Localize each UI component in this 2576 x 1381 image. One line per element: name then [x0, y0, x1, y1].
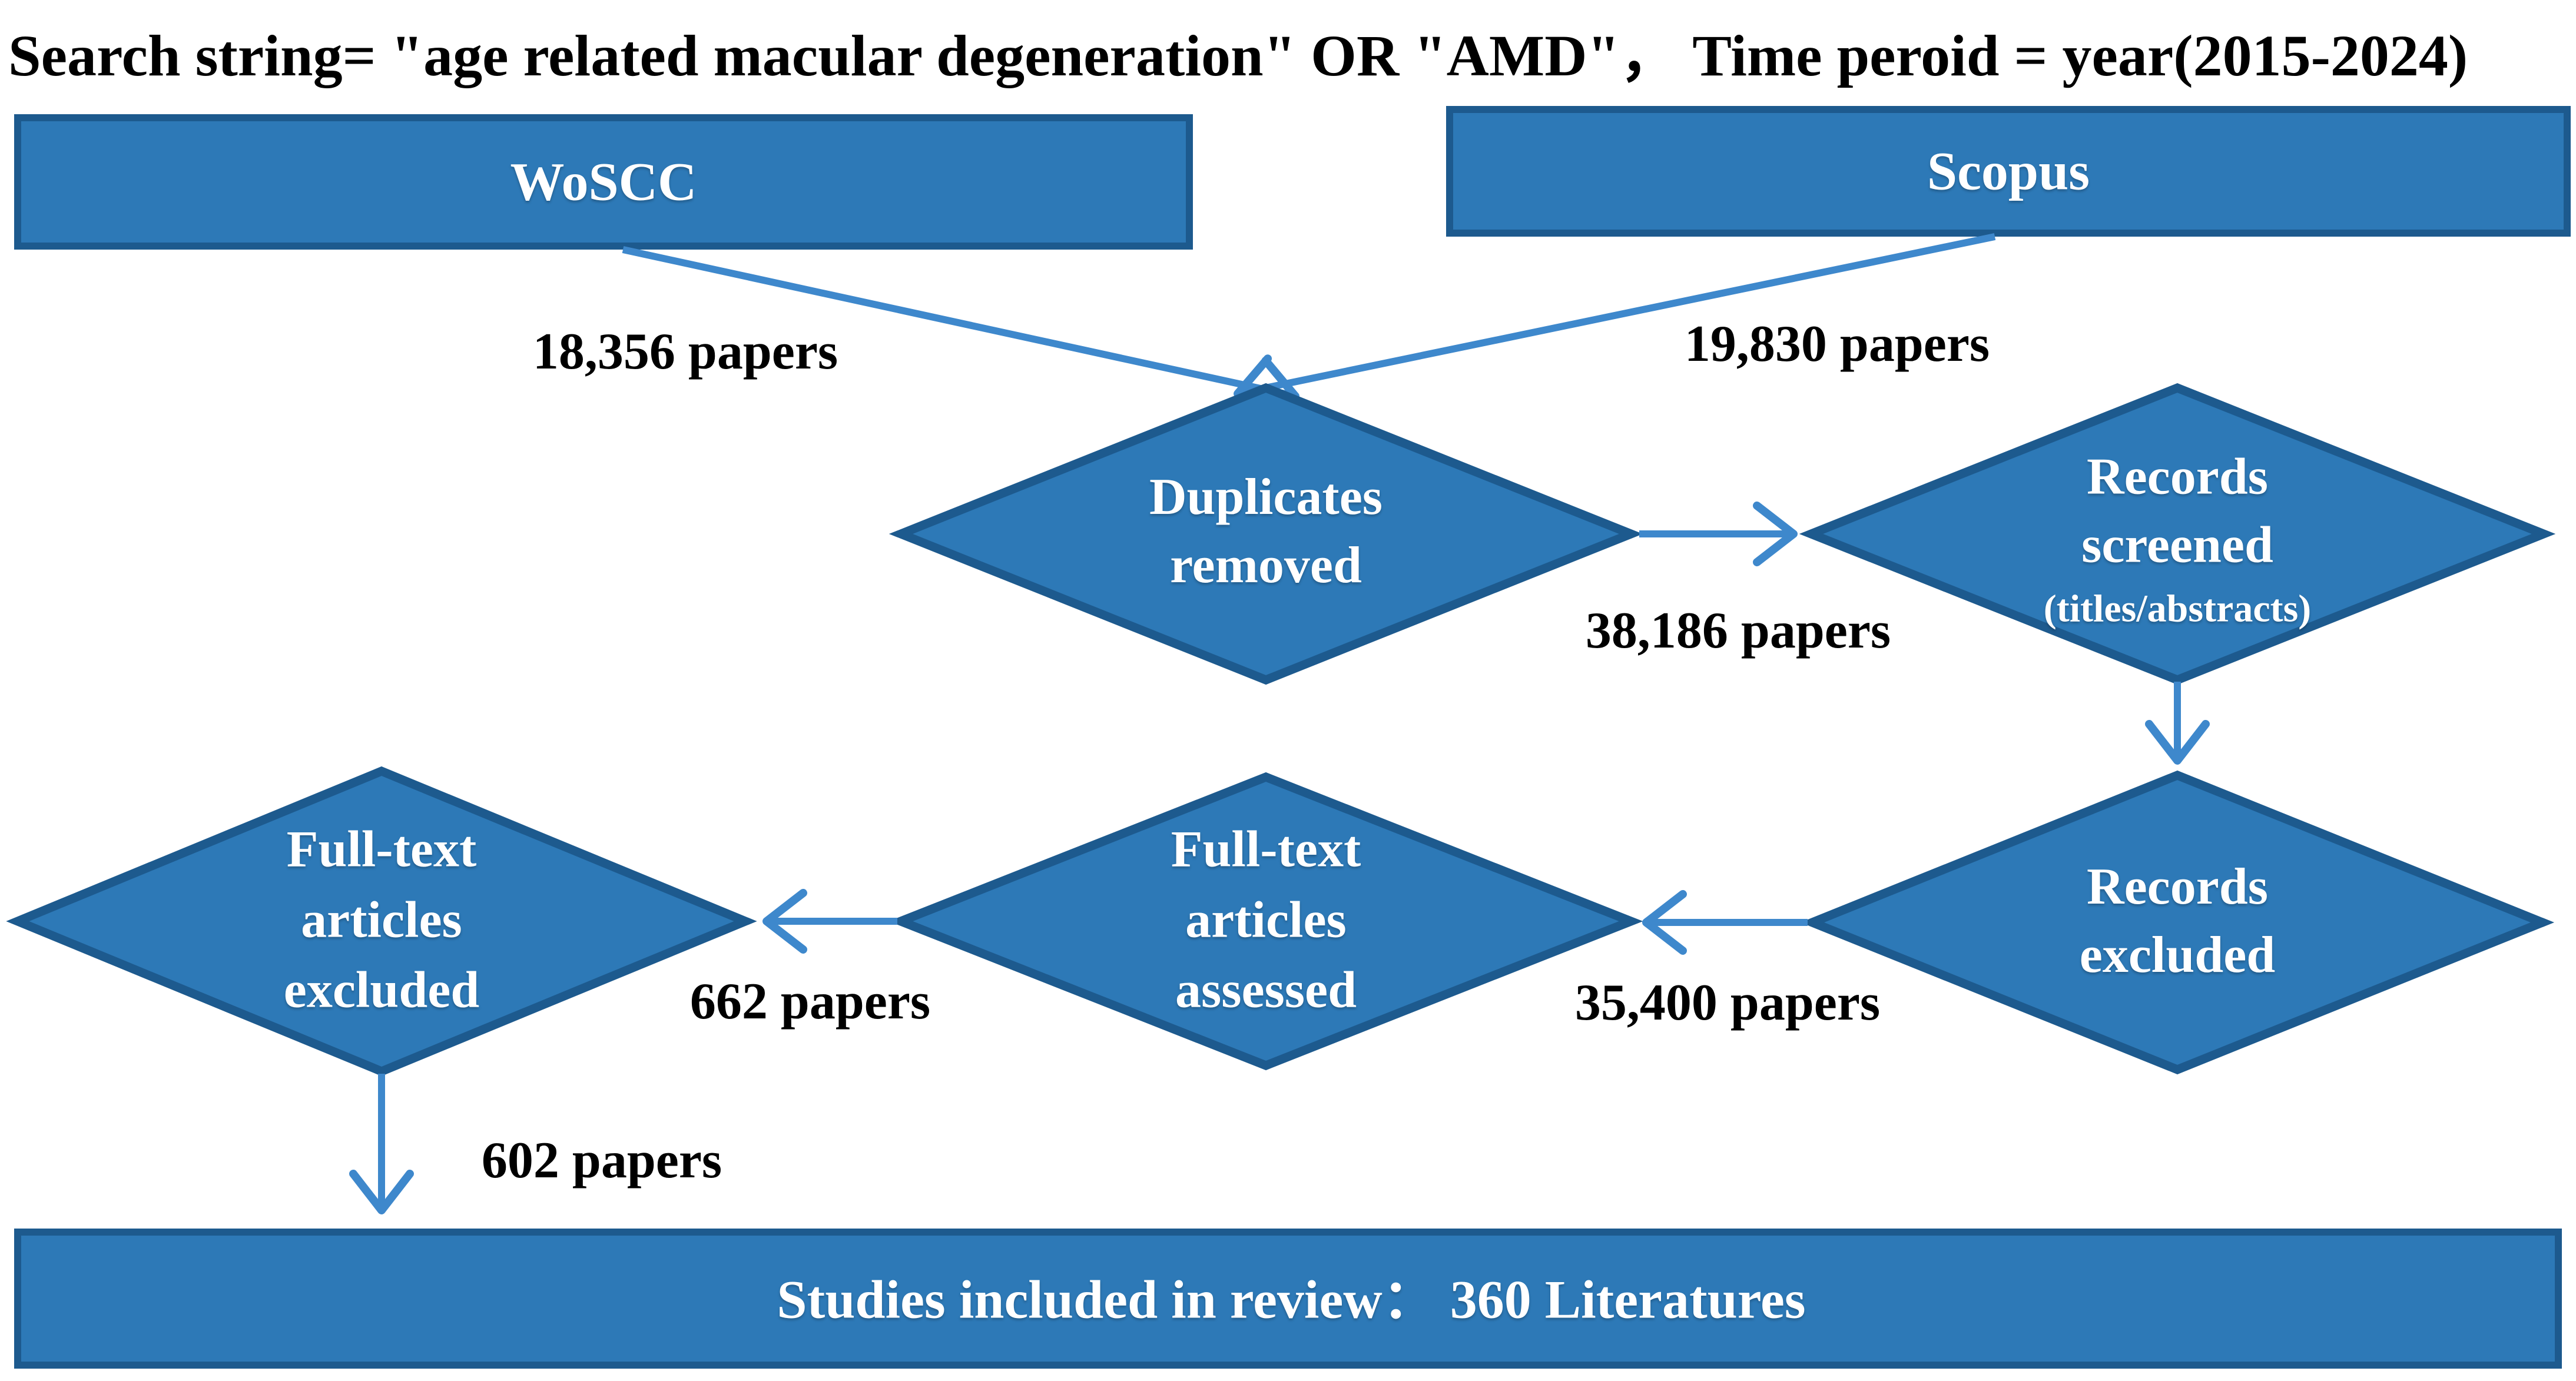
fulltext-excluded-papers-count: 602 papers — [481, 1131, 722, 1189]
records-screened-label-group: Records screened (titles/abstracts) — [2044, 443, 2312, 634]
woscc-papers-count: 18,356 papers — [532, 323, 838, 380]
woscc-box-label: WoSCC — [510, 151, 697, 212]
scopus-box-label: Scopus — [1927, 141, 2090, 201]
fulltext-excluded-diamond — [6, 766, 757, 1077]
included-studies-bar — [14, 1229, 2562, 1369]
arrow-woscc-to-duplicates — [622, 246, 1299, 420]
scopus-box — [1446, 106, 2571, 237]
scopus-papers-count: 19,830 papers — [1684, 315, 1990, 373]
excluded-papers-count: 35,400 papers — [1574, 974, 1881, 1031]
search-string-title: Search string= "age related macular dege… — [8, 23, 2468, 88]
records-screened-sublabel: (titles/abstracts) — [2043, 587, 2312, 630]
fulltext-excluded-label: Full-text articles excluded — [283, 821, 480, 1019]
fulltext-assessed-label: Full-text articles assessed — [1171, 821, 1361, 1019]
duplicates-removed-label: Duplicates removed — [1149, 468, 1383, 594]
deduplicated-papers-count: 38,186 papers — [1585, 602, 1891, 659]
woscc-box — [14, 114, 1193, 250]
records-excluded-diamond — [1800, 770, 2555, 1075]
fulltext-assessed-diamond — [888, 772, 1643, 1071]
records-excluded-label: Records excluded — [2079, 858, 2276, 984]
assessed-papers-count: 662 papers — [689, 972, 931, 1030]
records-screened-label: Records screened — [2081, 448, 2273, 574]
duplicates-removed-diamond — [888, 383, 1643, 685]
arrow-scopus-to-duplicates — [1234, 233, 1996, 419]
records-screened-diamond — [1799, 383, 2556, 685]
included-studies-label: Studies included in review： 360 Literatu… — [777, 1269, 1806, 1330]
